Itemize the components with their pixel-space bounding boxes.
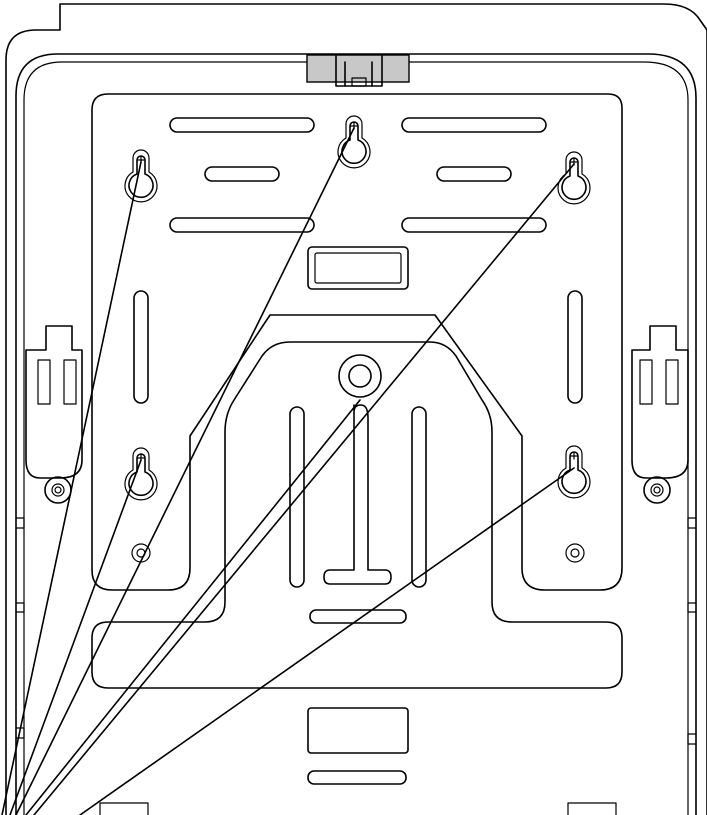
plate-slot	[436, 166, 512, 182]
outer-housing	[5, 3, 707, 815]
plate-slot	[401, 117, 547, 133]
slot-bottom-bar	[307, 770, 407, 785]
leader-line	[1, 161, 142, 815]
leader-line	[15, 127, 355, 815]
side-clip-left	[25, 325, 83, 504]
leader-lines	[1, 127, 575, 815]
plate-slot	[169, 117, 315, 133]
center-screw-hole	[338, 354, 382, 398]
side-clip-right	[631, 325, 689, 504]
plate-slot	[411, 406, 427, 588]
screw-hole-right	[565, 543, 585, 563]
bottom-tab-left	[99, 802, 149, 815]
plate-slot	[289, 406, 305, 588]
leader-line	[33, 163, 575, 815]
housing-inner-border	[15, 53, 697, 815]
t-slot	[323, 404, 392, 585]
edge-notches-right	[687, 517, 697, 745]
plate-slot	[204, 166, 280, 182]
plate-slot	[401, 217, 547, 233]
keyhole	[337, 115, 371, 169]
edge-notches-left	[15, 517, 25, 739]
keyhole-slots	[124, 115, 591, 501]
lower-window	[307, 707, 409, 754]
leader-line	[25, 399, 361, 815]
plate-slot	[133, 290, 149, 404]
inner-frame	[91, 341, 623, 689]
plate-slot	[169, 217, 315, 233]
keyhole	[124, 149, 158, 203]
keyhole	[557, 151, 591, 205]
plate-slot	[567, 290, 583, 404]
housing-inner-border-2	[23, 61, 689, 815]
slot-mid-bar	[309, 609, 407, 624]
upper-window	[307, 246, 409, 290]
mounting-plate	[91, 93, 623, 591]
upper-window-inner	[314, 252, 402, 284]
bottom-tab-right	[567, 802, 617, 815]
leader-line	[79, 467, 575, 815]
plate-slots	[133, 117, 583, 588]
leader-line	[9, 459, 142, 815]
keyhole	[557, 445, 591, 499]
top-latch	[306, 54, 410, 87]
